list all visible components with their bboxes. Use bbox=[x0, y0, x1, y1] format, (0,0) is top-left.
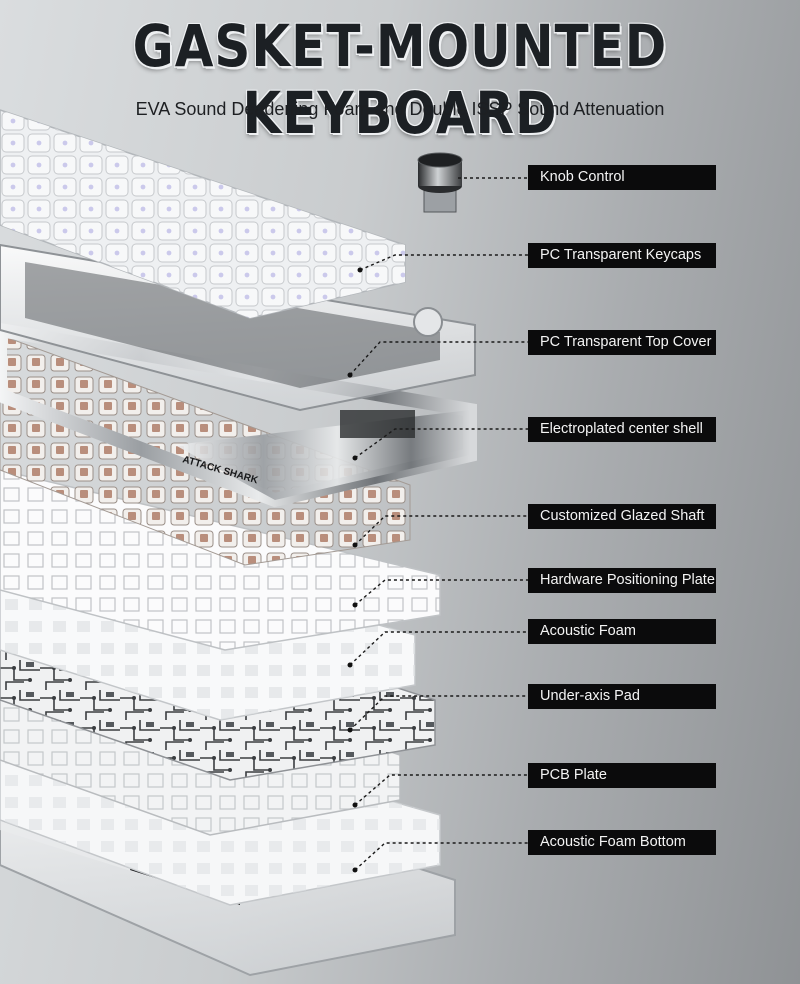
knob-control bbox=[417, 152, 463, 213]
positioning-plate bbox=[0, 469, 441, 651]
label-acoustic-foam: Acoustic Foam bbox=[528, 619, 716, 644]
label-knob-control: Knob Control bbox=[528, 165, 716, 190]
label-pcb-plate: PCB Plate bbox=[528, 763, 716, 788]
page-title: GASKET-MOUNTED KEYBOARD bbox=[132, 13, 668, 147]
label-acoustic-foam-bottom: Acoustic Foam Bottom bbox=[528, 830, 716, 855]
transparent-keycaps bbox=[0, 109, 406, 319]
label-under-axis-pad: Under-axis Pad bbox=[528, 684, 716, 709]
callout-dots bbox=[347, 267, 363, 873]
label-center-shell: Electroplated center shell bbox=[528, 417, 716, 442]
label-top-cover: PC Transparent Top Cover bbox=[528, 330, 716, 355]
label-keycaps: PC Transparent Keycaps bbox=[528, 243, 716, 268]
label-positioning-plate: Hardware Positioning Plate bbox=[528, 568, 716, 593]
label-glazed-shaft: Customized Glazed Shaft bbox=[528, 504, 716, 529]
page-subtitle: EVA Sound Deadening Foam and Double ISSP… bbox=[135, 99, 665, 119]
electroplated-shell: ATTACK SHARK bbox=[0, 322, 477, 508]
callout-leaders bbox=[349, 177, 528, 871]
